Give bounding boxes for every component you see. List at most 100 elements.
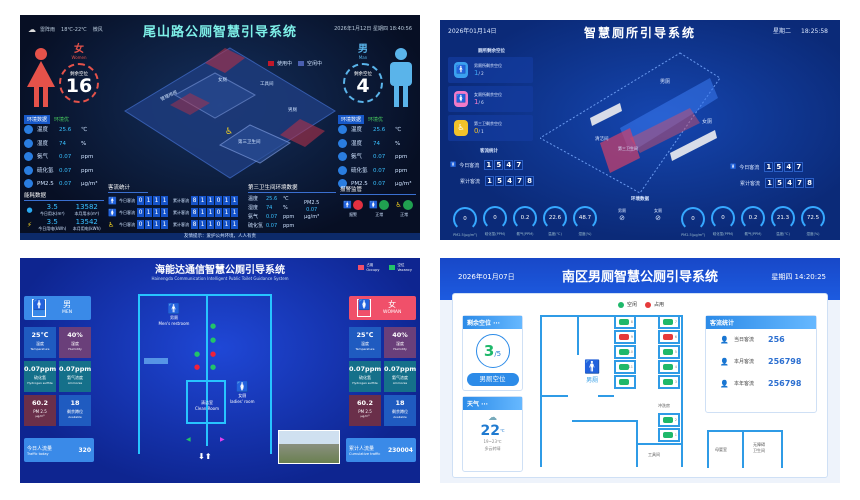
today-label: 今日客流 [119,197,135,203]
env-name: 温度 [351,127,363,133]
tile-value: 40% [392,331,408,339]
stall-vacant: ● [210,336,217,344]
tile-cn: 硫化氢 [359,375,371,380]
temp-range: 18℃-22℃ [61,26,87,33]
gauge-value: 0 [493,215,497,221]
stall-vacant: ● [210,363,217,371]
weather-desc: 多云转晴 [484,446,501,451]
gas-icon [24,152,33,161]
env-unit: ℃ [81,127,88,133]
stall-number: 8 [630,320,633,324]
digit: 1 [223,208,230,217]
vacancy-card: 剩余空位 ··· 3/5 男厕空位 [462,315,523,391]
tile-en: Ammonia [392,381,408,385]
env-name: 氨气 [248,214,259,220]
toilet-icon [619,334,629,340]
map-men-cn: 男厕 [170,315,178,320]
digit: 7 [794,162,804,172]
power-month-label: 本月用电(kWh) [72,226,101,231]
env-name: 温度 [37,127,49,133]
stall-free: 4 [658,360,680,374]
traffic-value: 256798 [768,379,802,388]
traffic-label: 当日客流 [734,337,755,343]
women-cn: 女 [74,44,84,55]
thermometer-icon [338,125,347,134]
traffic-label: 本年客流 [734,381,755,387]
power-today-label: 今日用电(kWh) [38,226,67,231]
toilet-icon [663,432,673,438]
digit: 8 [191,220,198,229]
stall-free: 8 [614,315,636,329]
env-name: 硫化氢 [37,167,54,174]
env-title: 环境数据 [338,115,365,124]
toilet-icon [663,349,673,355]
women-vacancy-ring: 剩余空位 16 [59,63,99,103]
gauge-label: 温度(℃) [548,232,562,236]
man-icon [390,48,412,107]
stall-free: 10 [614,345,636,359]
env-unit: ℃ [395,127,402,133]
digit: 0 [137,220,144,229]
woman-icon: 🚺 [108,208,117,217]
env-name: 氨气 [37,154,49,160]
stall-occupied: ● [210,350,217,358]
env-badge: 环境优 [368,117,384,123]
men-cn: 男 [63,300,72,309]
map-label-men: 男厕 [288,108,297,113]
gas-icon [338,165,347,175]
vacancy-total: /5 [494,350,502,358]
traffic-title: 客流统计 [706,316,816,329]
gauge-value: 48.7 [578,215,592,221]
legend-idle: 空闲中 [307,61,323,67]
vacancy-ring: 3/5 [475,334,510,368]
gauge-value: 0 [463,215,467,222]
user-icon: 👤 [720,335,729,344]
stall-number: 10 [628,350,633,354]
stall-vacant: ● [194,350,201,358]
water-month: 13582 [75,203,98,211]
env-value: 0.07 [59,154,72,160]
env-unit: % [395,140,401,147]
map-label-men: 男厕 [660,79,671,85]
extra-rooms: 母婴室 无障碍卫生间 [707,430,783,468]
tile-en: Hydrogen sulfide [27,381,53,385]
tile-value: 0.07ppm [59,365,92,373]
digit: 1 [485,176,495,186]
tile-value: 18 [70,399,80,407]
weishan-road-dashboard: 尾山路公厕智慧引导系统 ☁ 雷阵雨 18℃-22℃ 微风 2026年1月12日 … [20,15,420,240]
map-label-women: 女厕 [702,119,713,125]
total-label: 累计客流 [460,178,481,185]
stall-number: 7 [674,320,677,324]
digit: 1 [199,220,206,229]
page-title: 智慧厕所引导系统 [583,26,696,40]
total-traffic-cn: 累计人流量 [349,445,375,452]
weekday-time: 星期四 14:20:25 [771,273,826,281]
digit: 4 [504,160,514,170]
man-icon: 🚹 [108,196,117,205]
map-label-flush: 冲洗房 [658,403,670,408]
in-use-swatch [268,61,274,66]
south-district-dashboard: 2026年01月07日 南区男厕智慧公厕引导系统 星期四 14:20:25 空闲… [440,258,840,483]
map-label-cleaning: 清洁间 [595,137,609,142]
tile-en: Humidity [68,347,82,351]
men-vacancy-button[interactable]: 男厕空位 [466,373,519,386]
wheelchair-icon: ♿ [225,127,234,137]
